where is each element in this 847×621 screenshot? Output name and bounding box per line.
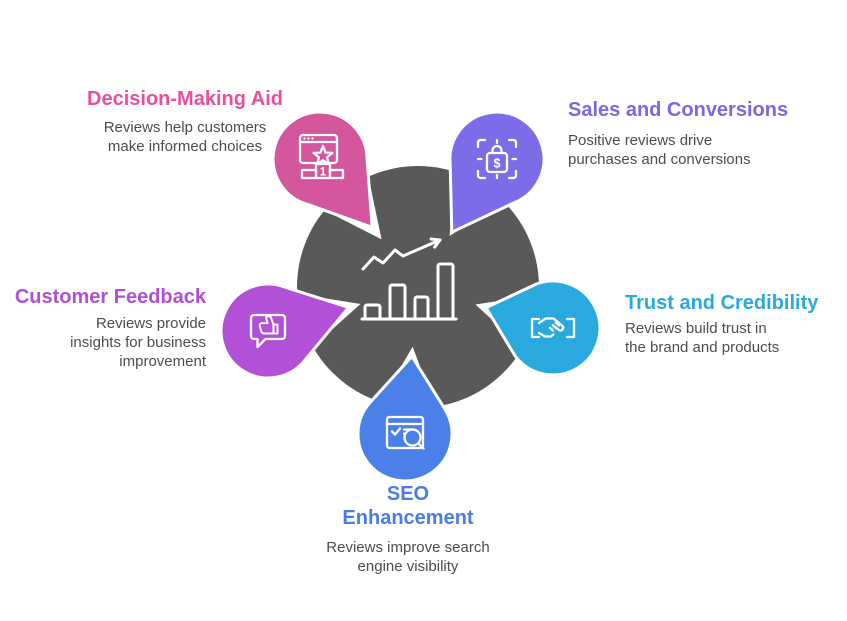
petal-trust-and-credibility (484, 279, 602, 377)
node-title: Sales and Conversions (568, 99, 789, 121)
node-label-sales-and-conversions: Sales and Conversions Positive reviews d… (568, 98, 808, 169)
handshake-icon (530, 317, 576, 339)
thumbs-up-speech-bubble-icon (249, 313, 287, 349)
petal-seo-enhancement (356, 354, 454, 483)
node-description: Positive reviews drive purchases and con… (568, 132, 751, 168)
node-description: Reviews build trust in the brand and pro… (625, 320, 780, 356)
growth-chart-icon (360, 237, 458, 321)
node-title: Decision-Making Aid (87, 88, 283, 110)
node-description: Reviews help customers make informed cho… (103, 119, 267, 155)
star-icon (312, 144, 334, 166)
node-description: Reviews provide insights for business im… (70, 315, 206, 370)
petal-customer-feedback (219, 282, 351, 380)
ranking-podium-browser-icon: 1 (298, 133, 345, 180)
node-label-decision-making-aid: Decision-Making Aid Reviews help custome… (40, 87, 330, 156)
dollar-sign: $ (494, 157, 501, 171)
petal-sales-and-conversions: $ (448, 110, 546, 234)
podium-rank-number: 1 (320, 167, 327, 179)
node-title: Trust and Credibility (625, 292, 819, 314)
node-label-trust-and-credibility: Trust and Credibility Reviews build trus… (625, 291, 840, 357)
magnifier-icon (403, 428, 422, 447)
seo-search-browser-icon (385, 415, 425, 450)
node-title: SEO Enhancement (342, 483, 474, 529)
petal-decision-making-aid: 1 (271, 110, 374, 229)
node-title: Customer Feedback (14, 286, 206, 308)
node-description: Reviews improve search engine visibility (326, 539, 490, 575)
petal-shape (356, 354, 454, 483)
node-label-seo-enhancement: SEO Enhancement Reviews improve search e… (308, 482, 508, 576)
shopping-bag-dollar-icon: $ (476, 138, 518, 180)
petal-shape (484, 279, 602, 377)
node-label-customer-feedback: Customer Feedback Reviews provide insigh… (6, 285, 206, 371)
